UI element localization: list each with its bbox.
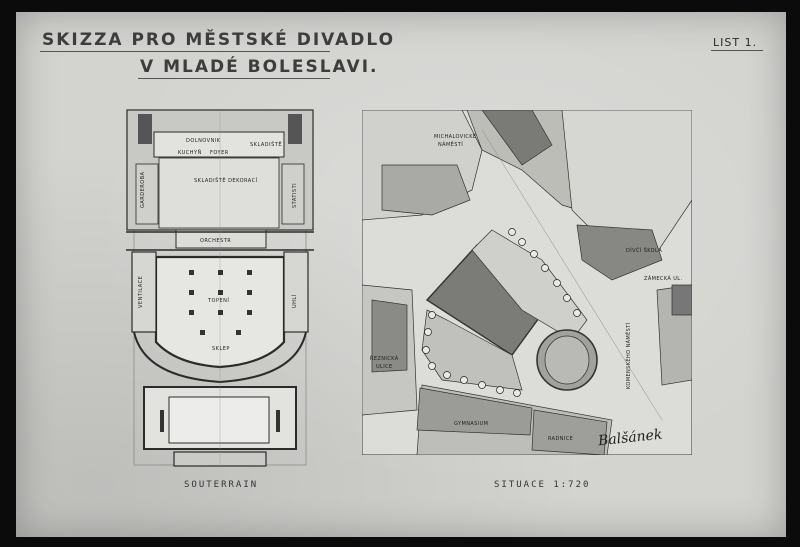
label-foyer: FOYER — [210, 150, 229, 156]
label-reznicka: ŘEZNICKÁ — [370, 354, 399, 362]
label-sklep: SKLEP — [212, 346, 230, 352]
label-ulice: ULICE — [376, 364, 393, 370]
title-line-2: V MLADÉ BOLESLAVI. — [140, 57, 379, 77]
label-gymnasium: GYMNASIUM — [454, 421, 488, 427]
floor-plan-caption: SOUTERRAIN — [184, 480, 259, 490]
title-line-1: SKIZZA PRO MĚSTSKÉ DIVADLO — [42, 30, 396, 50]
site-plan: MICHALOVICKÉ NÁMĚSTÍ DÍVČÍ ŠKOLA ZÁMECKÁ… — [362, 110, 692, 455]
label-kuchyn: KUCHYŇ — [178, 149, 202, 156]
label-radnice: RADNICE — [548, 436, 573, 442]
sheet-number: LIST 1. — [713, 36, 758, 49]
sheet-number-underline — [711, 50, 763, 51]
drawing-sheet: SKIZZA PRO MĚSTSKÉ DIVADLO V MLADÉ BOLES… — [16, 12, 786, 537]
label-topeni: TOPENÍ — [207, 297, 229, 304]
label-orchestr: ORCHESTR — [200, 238, 231, 244]
label-uhli: UHLÍ — [291, 294, 298, 308]
label-skladiste-dekoraci: SKLADIŠTĚ DEKORACÍ — [194, 176, 258, 184]
label-sklad: SKLADIŠTĚ — [250, 140, 282, 148]
label-ventilace: VENTILACE — [138, 276, 144, 308]
label-garderoba: GARDEROBA — [140, 171, 146, 208]
title-underline-2 — [138, 78, 330, 79]
label-komensky: KOMENSKÉHO NÁMĚSTÍ — [624, 322, 632, 389]
label-michalovicke: MICHALOVICKÉ — [434, 132, 477, 140]
label-dolnovnik: DOLNOVNIK — [186, 138, 221, 144]
floor-plan: DOLNOVNIK KUCHYŇ FOYER SKLADIŠTĚ SKLADIŠ… — [126, 109, 314, 467]
site-plan-caption: SITUACE 1:720 — [494, 480, 591, 490]
title-underline-1 — [40, 51, 330, 52]
label-zamecka: ZÁMECKÁ UL. — [644, 275, 682, 282]
label-divci-skola: DÍVČÍ ŠKOLA — [626, 247, 662, 254]
label-statiste: STATISTI — [292, 183, 298, 208]
label-namesti-1: NÁMĚSTÍ — [438, 140, 463, 148]
